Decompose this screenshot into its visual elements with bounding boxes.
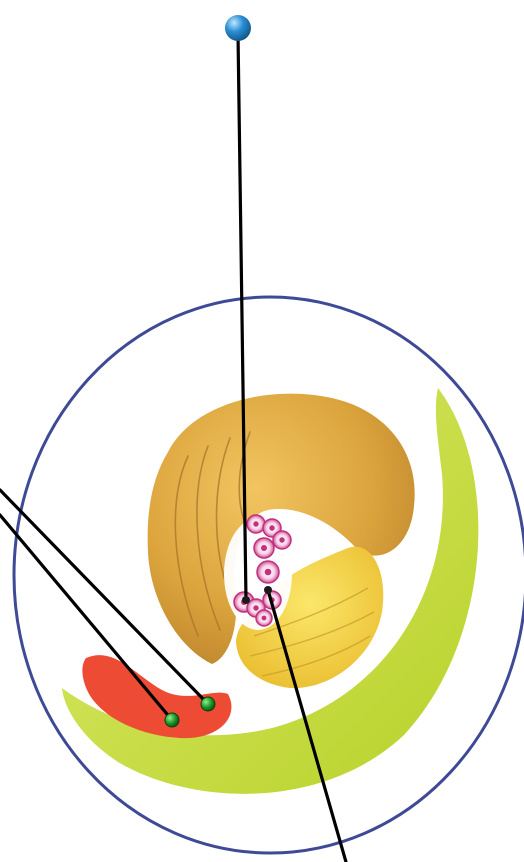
cell-nucleus xyxy=(279,537,284,542)
leader-line-left-lower xyxy=(0,515,172,720)
cell-nucleus xyxy=(269,525,274,530)
cell-nucleus xyxy=(253,605,258,610)
green-dot-marker xyxy=(201,697,215,711)
green-dot-marker xyxy=(165,713,179,727)
cell-nucleus xyxy=(262,616,267,621)
cell-marker-center xyxy=(242,596,250,604)
cell-nucleus xyxy=(253,521,258,526)
top-pin-marker xyxy=(225,15,251,41)
cell-nucleus xyxy=(261,545,267,551)
cell-nucleus xyxy=(265,569,272,576)
cell-marker-right xyxy=(264,586,272,594)
